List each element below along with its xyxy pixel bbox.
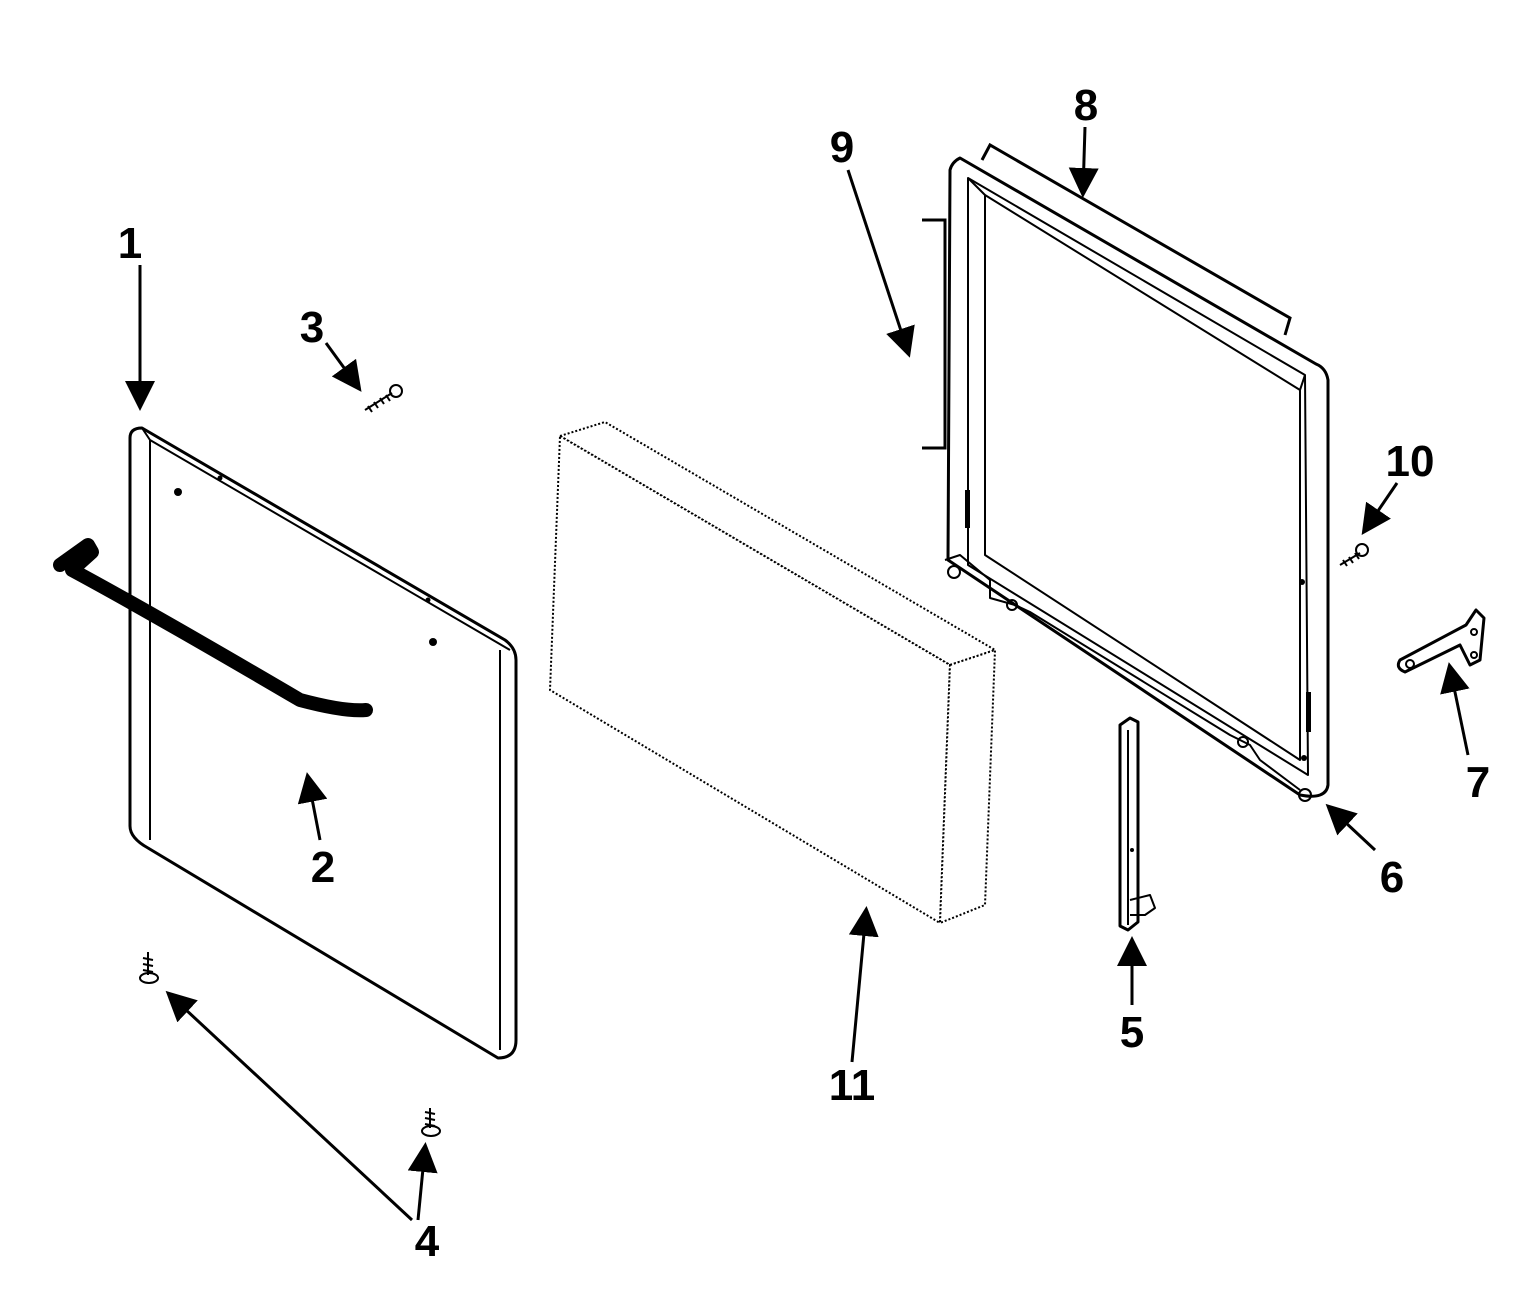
callout-3: 3 <box>300 303 324 352</box>
leader-lines <box>125 126 1470 1222</box>
callout-1: 1 <box>118 219 142 268</box>
callout-8: 8 <box>1074 81 1098 130</box>
hinge-part <box>1396 608 1486 674</box>
door-handle-part <box>53 538 373 718</box>
screw-3-part <box>364 384 403 413</box>
insulation-block-part <box>548 420 998 925</box>
callout-4: 4 <box>415 1217 440 1266</box>
callout-6: 6 <box>1380 853 1404 902</box>
leader-9 <box>846 169 915 358</box>
inner-door-frame-part <box>944 156 1330 802</box>
door-panel-part <box>128 426 518 1060</box>
hinge-strip-part <box>1118 716 1156 932</box>
screw-4a-part <box>139 952 159 984</box>
leader-4a <box>165 990 414 1222</box>
leader-11 <box>848 906 879 1063</box>
leader-2 <box>297 772 328 841</box>
callout-7: 7 <box>1466 758 1490 807</box>
leader-4b <box>407 1142 438 1221</box>
callout-2: 2 <box>311 843 335 892</box>
screw-10-part <box>1339 543 1369 567</box>
frame-gasket-bracket-part <box>980 142 1292 336</box>
callout-9: 9 <box>830 123 854 172</box>
callout-5: 5 <box>1120 1008 1144 1057</box>
leader-10 <box>1361 482 1399 535</box>
callout-11: 11 <box>829 1061 876 1110</box>
screw-4b-part <box>421 1108 441 1137</box>
callout-10: 10 <box>1386 437 1435 486</box>
leader-7 <box>1440 662 1470 756</box>
leader-3 <box>324 342 362 392</box>
leader-6 <box>1325 803 1377 852</box>
side-bracket-part <box>922 218 947 450</box>
callout-labels: 1 2 3 4 5 6 7 8 9 10 11 <box>118 81 1490 1266</box>
leader-8 <box>1068 126 1099 198</box>
